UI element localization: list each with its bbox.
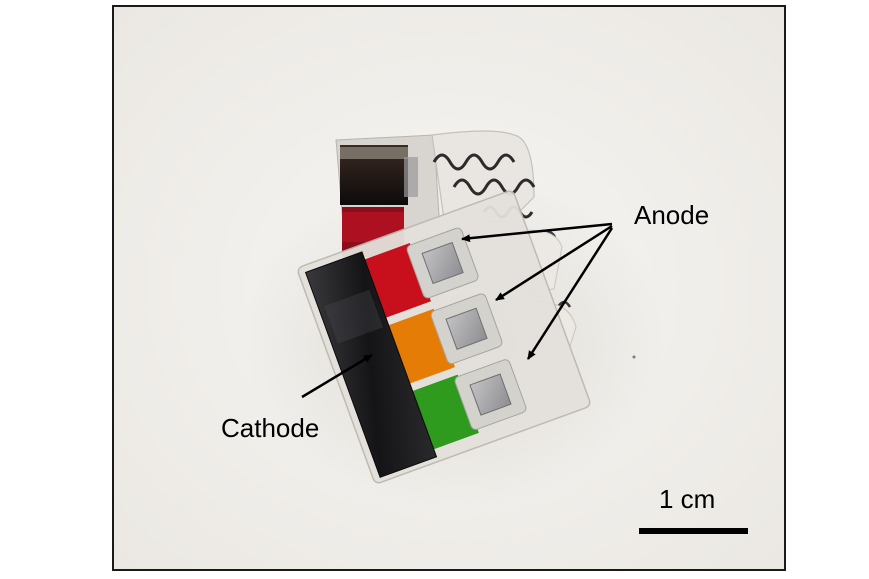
anode-label: Anode — [634, 200, 710, 230]
cathode-arrow — [301, 353, 373, 399]
anode-arrows — [461, 222, 614, 360]
cathode-label: Cathode — [221, 413, 320, 443]
figure-panel: Anode Cathode 1 cm — [112, 5, 786, 571]
anode-arrow-2 — [495, 224, 613, 302]
anode-arrow-3 — [526, 227, 614, 360]
scale-bar — [639, 528, 748, 534]
front-cell-stack — [297, 190, 591, 484]
anode-arrow-1 — [461, 222, 613, 243]
cathode-strip — [304, 251, 438, 478]
device-photo — [114, 7, 784, 569]
scale-bar-label: 1 cm — [659, 484, 716, 514]
